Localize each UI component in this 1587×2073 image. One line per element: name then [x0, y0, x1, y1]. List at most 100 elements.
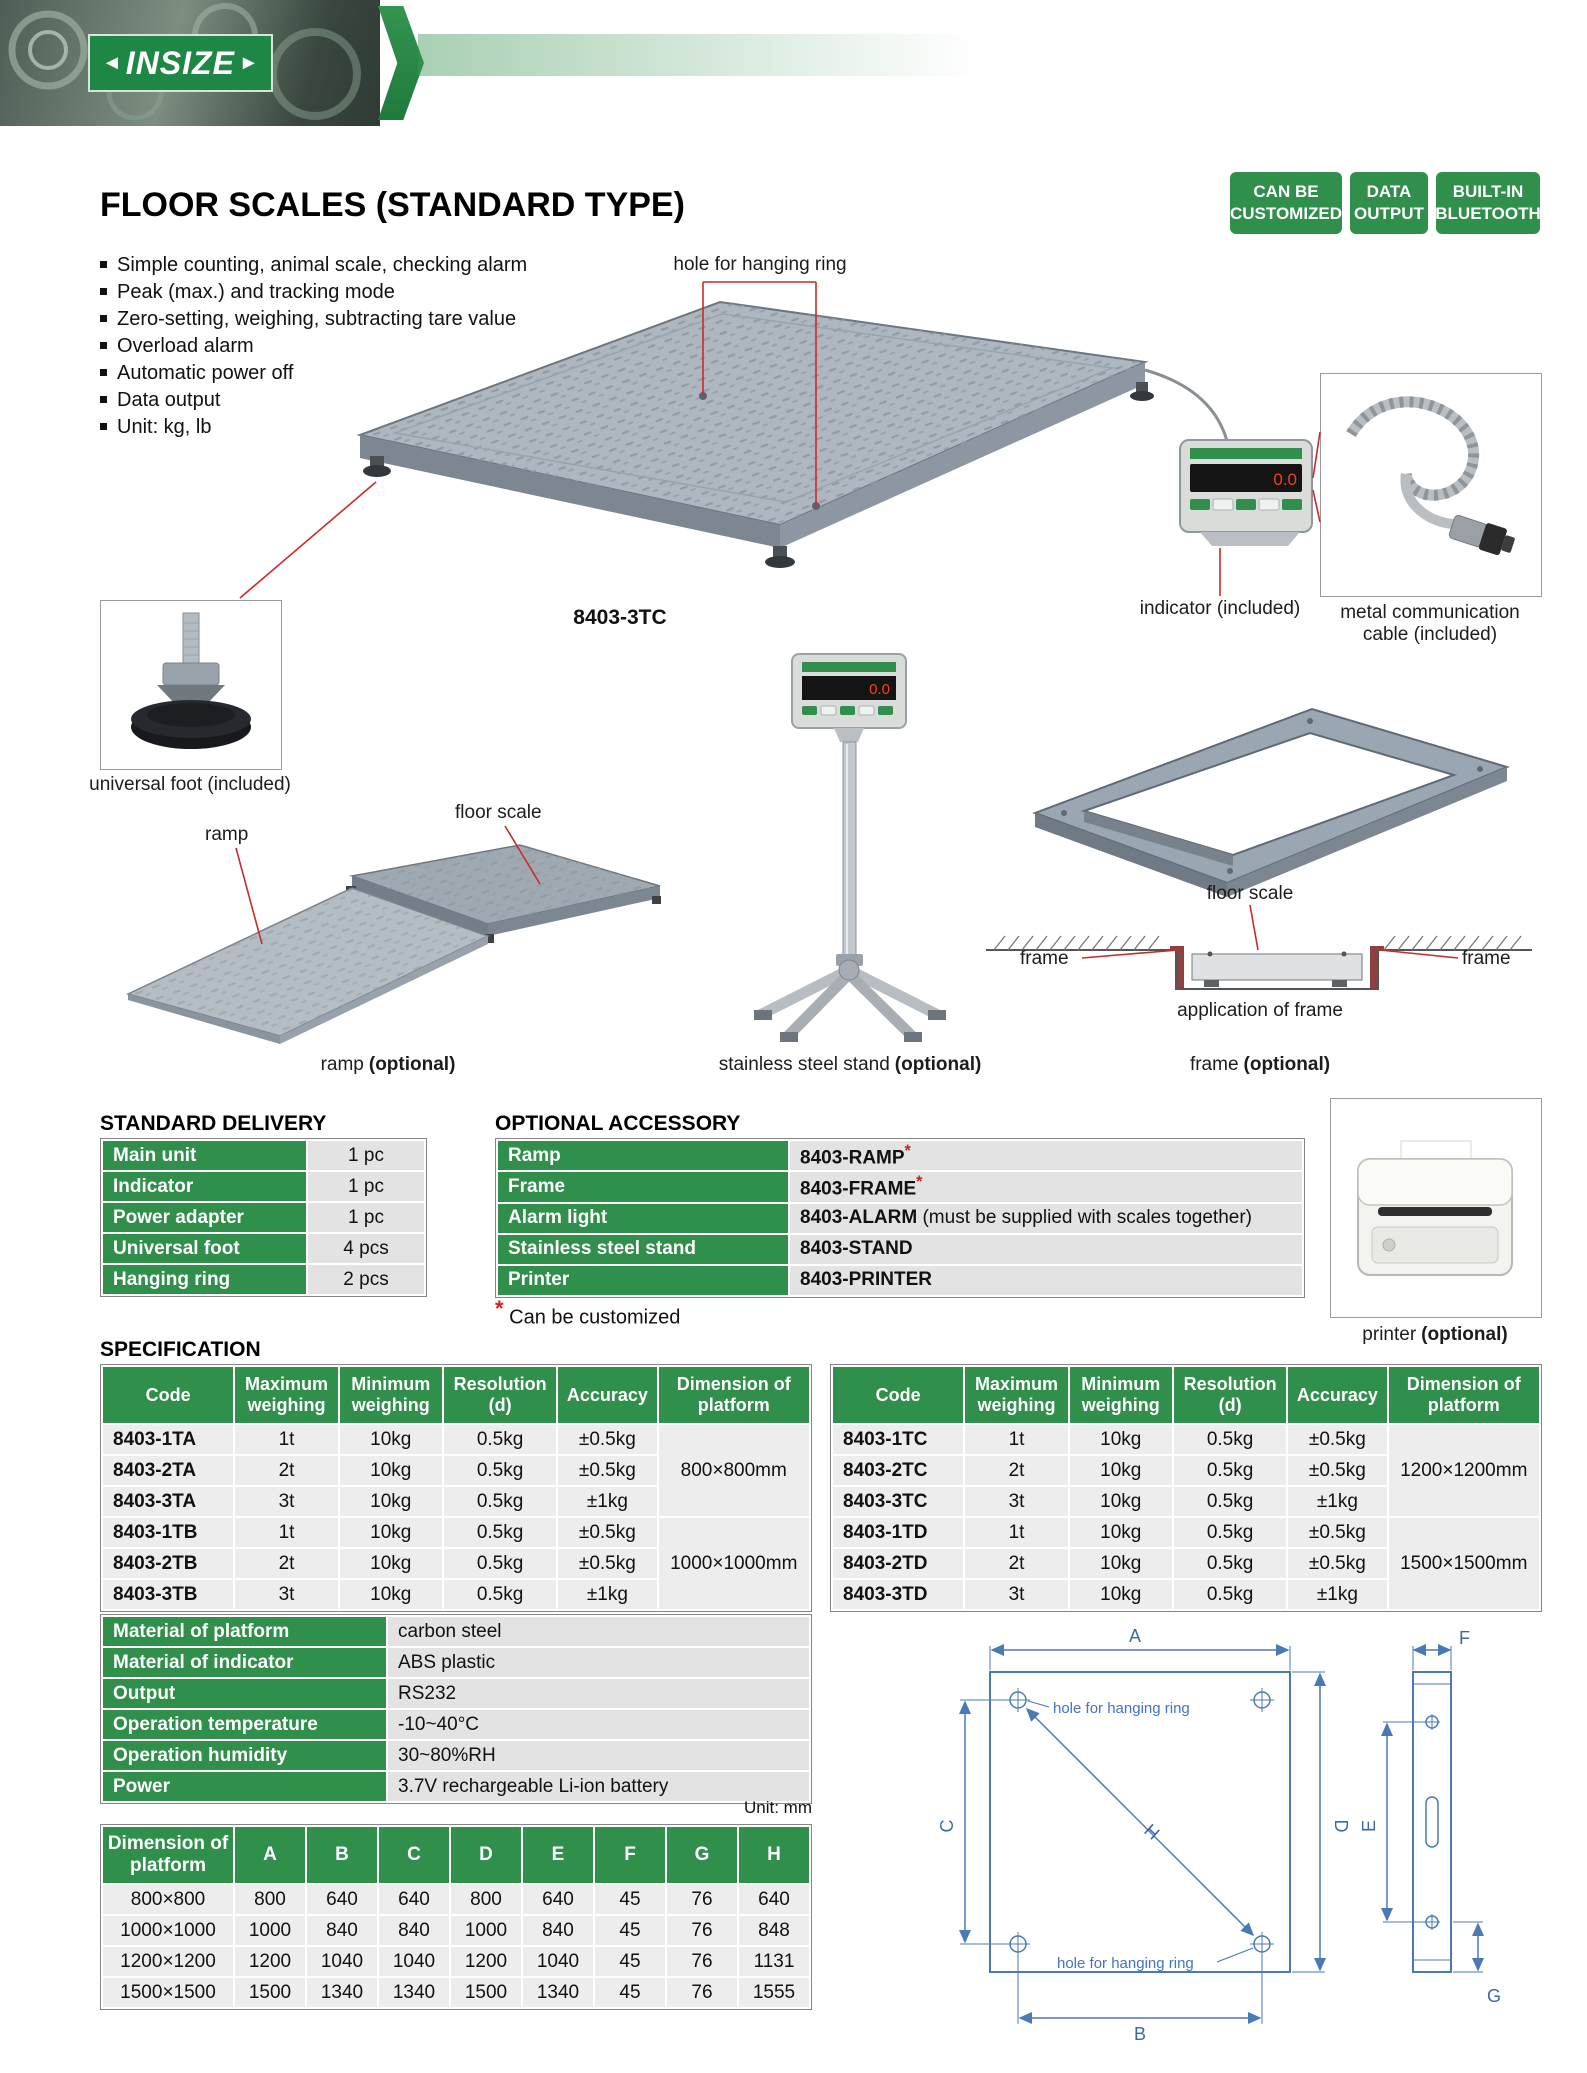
- dim-value: 1040: [379, 1947, 449, 1976]
- spec-platform-dimension: 1200×1200mm: [1388, 1425, 1539, 1516]
- feature-item: Simple counting, animal scale, checking …: [100, 252, 580, 279]
- spec-acc: ±1kg: [558, 1580, 657, 1609]
- dim-value: 800: [451, 1885, 521, 1914]
- accessory-item-label: Alarm light: [498, 1203, 788, 1233]
- badge-built-in-bluetooth: BUILT-IN BLUETOOTH: [1435, 172, 1541, 234]
- optional-accessory-heading: OPTIONAL ACCESSORY: [495, 1112, 741, 1135]
- delivery-item-qty: 1 pc: [308, 1141, 424, 1170]
- universal-foot-illustration: [131, 612, 251, 749]
- dim-value: 1200: [235, 1947, 305, 1976]
- dim-col-header: A: [235, 1827, 305, 1883]
- dim-platform: 800×800: [103, 1885, 233, 1914]
- feature-item: Unit: kg, lb: [100, 414, 580, 441]
- dim-value: 45: [595, 1947, 665, 1976]
- spec-acc: ±0.5kg: [1288, 1425, 1387, 1454]
- spec-min: 10kg: [339, 1580, 442, 1609]
- printer-image-box: [1330, 1098, 1542, 1318]
- bullet-square-icon: [100, 423, 107, 430]
- spec-acc: ±0.5kg: [1288, 1549, 1387, 1578]
- dim-value: 76: [667, 1978, 737, 2007]
- frame-left-label: frame: [1020, 948, 1069, 969]
- accessory-item-value: 8403-STAND: [790, 1234, 1302, 1264]
- spec-col-dim: Dimension of platform: [1388, 1367, 1539, 1423]
- dim-value: 45: [595, 1916, 665, 1945]
- dim-H: H: [1140, 1820, 1163, 1844]
- dim-value: 640: [739, 1885, 809, 1914]
- badge-line: DATA: [1366, 181, 1412, 201]
- accessory-item-value: 8403-FRAME*: [790, 1172, 1302, 1202]
- spec-code: 8403-1TB: [103, 1518, 234, 1547]
- frame-figure: [986, 707, 1532, 990]
- dim-value: 76: [667, 1947, 737, 1976]
- spec-col-acc: Accuracy: [1288, 1367, 1387, 1423]
- spec-code: 8403-3TB: [103, 1580, 234, 1609]
- badge-line: CUSTOMIZED: [1229, 204, 1343, 223]
- spec-max: 2t: [965, 1456, 1068, 1485]
- indicator-device: 0.0: [1179, 439, 1313, 546]
- unit-label: Unit: mm: [744, 1798, 812, 1817]
- delivery-item-qty: 1 pc: [308, 1172, 424, 1201]
- banner-photo: ◄ INSIZE ►: [0, 0, 380, 126]
- spec-min: 10kg: [1069, 1456, 1172, 1485]
- badge-line: CAN BE: [1253, 181, 1319, 201]
- accessory-code: 8403-FRAME: [800, 1178, 917, 1200]
- spec-code: 8403-3TC: [833, 1487, 964, 1516]
- accessory-item-label: Printer: [498, 1265, 788, 1295]
- accessory-item-label: Stainless steel stand: [498, 1234, 788, 1264]
- features-list: Simple counting, animal scale, checking …: [100, 252, 580, 441]
- stand-figure: 0.0: [754, 653, 946, 1042]
- spec-res: 0.5kg: [443, 1580, 557, 1609]
- spec-min: 10kg: [1069, 1425, 1172, 1454]
- spec-res: 0.5kg: [1173, 1487, 1287, 1516]
- feature-text: Zero-setting, weighing, subtracting tare…: [117, 308, 517, 330]
- accessory-item-value: 8403-PRINTER: [790, 1265, 1302, 1295]
- delivery-item-label: Indicator: [103, 1172, 306, 1201]
- dim-value: 640: [523, 1885, 593, 1914]
- dim-value: 800: [235, 1885, 305, 1914]
- feature-item: Overload alarm: [100, 333, 580, 360]
- spec-min: 10kg: [339, 1456, 442, 1485]
- dim-value: 840: [379, 1916, 449, 1945]
- badge-line: BUILT-IN: [1452, 181, 1524, 201]
- bullet-square-icon: [100, 315, 107, 322]
- dim-value: 848: [739, 1916, 809, 1945]
- dim-value: 640: [379, 1885, 449, 1914]
- machinery-photo-decoration: [8, 3, 361, 121]
- frame-caption: frame(optional): [1110, 1054, 1410, 1076]
- dim-col-platform: Dimension of platform: [103, 1827, 233, 1883]
- spec-max: 1t: [965, 1518, 1068, 1547]
- spec-acc: ±0.5kg: [1288, 1456, 1387, 1485]
- spec-col-code: Code: [103, 1367, 234, 1423]
- spec-min: 10kg: [1069, 1549, 1172, 1578]
- feature-text: Data output: [117, 389, 221, 411]
- hole-for-hanging-ring-label: hole for hanging ring: [673, 254, 847, 275]
- spec-col-code: Code: [833, 1367, 964, 1423]
- spec-res: 0.5kg: [443, 1518, 557, 1547]
- spec-min: 10kg: [1069, 1580, 1172, 1609]
- dim-col-header: F: [595, 1827, 665, 1883]
- spec-acc: ±1kg: [1288, 1487, 1387, 1516]
- spec-code: 8403-2TB: [103, 1549, 234, 1578]
- dim-value: 1500: [451, 1978, 521, 2007]
- standard-delivery-heading: STANDARD DELIVERY: [100, 1112, 327, 1135]
- feature-text: Simple counting, animal scale, checking …: [117, 254, 528, 276]
- dim-value: 1340: [523, 1978, 593, 2007]
- dim-E: E: [1359, 1820, 1379, 1832]
- cable-caption-line2: cable (included): [1362, 624, 1498, 645]
- spec-acc: ±0.5kg: [558, 1549, 657, 1578]
- ramp-label: ramp: [205, 824, 249, 845]
- spec-code: 8403-3TD: [833, 1580, 964, 1609]
- spec-code: 8403-1TC: [833, 1425, 964, 1454]
- bullet-square-icon: [100, 288, 107, 295]
- badge-can-be-customized: CAN BE CUSTOMIZED: [1230, 172, 1342, 234]
